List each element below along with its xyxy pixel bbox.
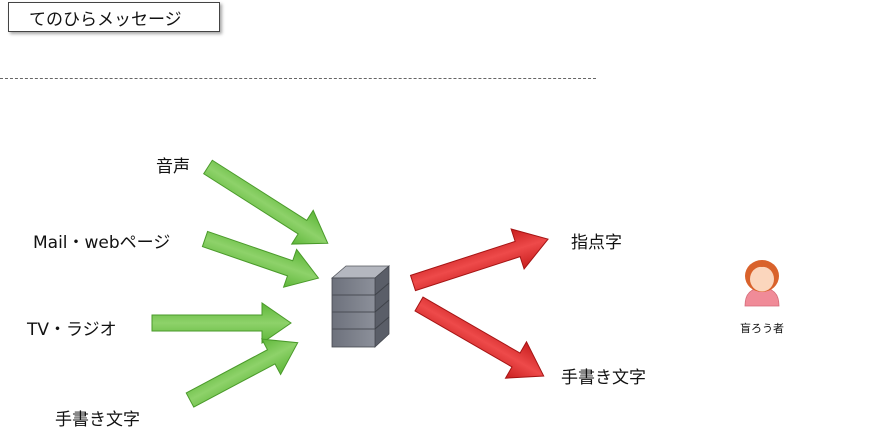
diagram-title-text: てのひらメッセージ bbox=[29, 9, 182, 30]
input-label-voice: 音声 bbox=[156, 157, 190, 177]
input-arrow-tv-radio bbox=[151, 302, 292, 344]
output-arrow-handwritten bbox=[414, 296, 545, 379]
server-icon bbox=[330, 265, 391, 348]
input-arrow-mail-web bbox=[201, 230, 320, 288]
diagram-title: てのひらメッセージ bbox=[8, 2, 220, 32]
input-arrow-voice bbox=[203, 159, 329, 245]
input-label-tv-radio: TV・ラジオ bbox=[27, 320, 117, 340]
output-label-finger-braille: 指点字 bbox=[571, 233, 622, 253]
person-label: 盲ろう者 bbox=[740, 322, 784, 335]
input-label-handwritten: 手書き文字 bbox=[55, 410, 140, 430]
output-label-handwritten: 手書き文字 bbox=[561, 368, 646, 388]
output-arrow-finger-braille bbox=[409, 228, 549, 292]
input-arrow-handwritten bbox=[185, 338, 299, 408]
input-label-mail-web: Mail・webページ bbox=[33, 233, 171, 253]
person-icon bbox=[744, 260, 780, 307]
dashed-divider bbox=[0, 78, 596, 79]
